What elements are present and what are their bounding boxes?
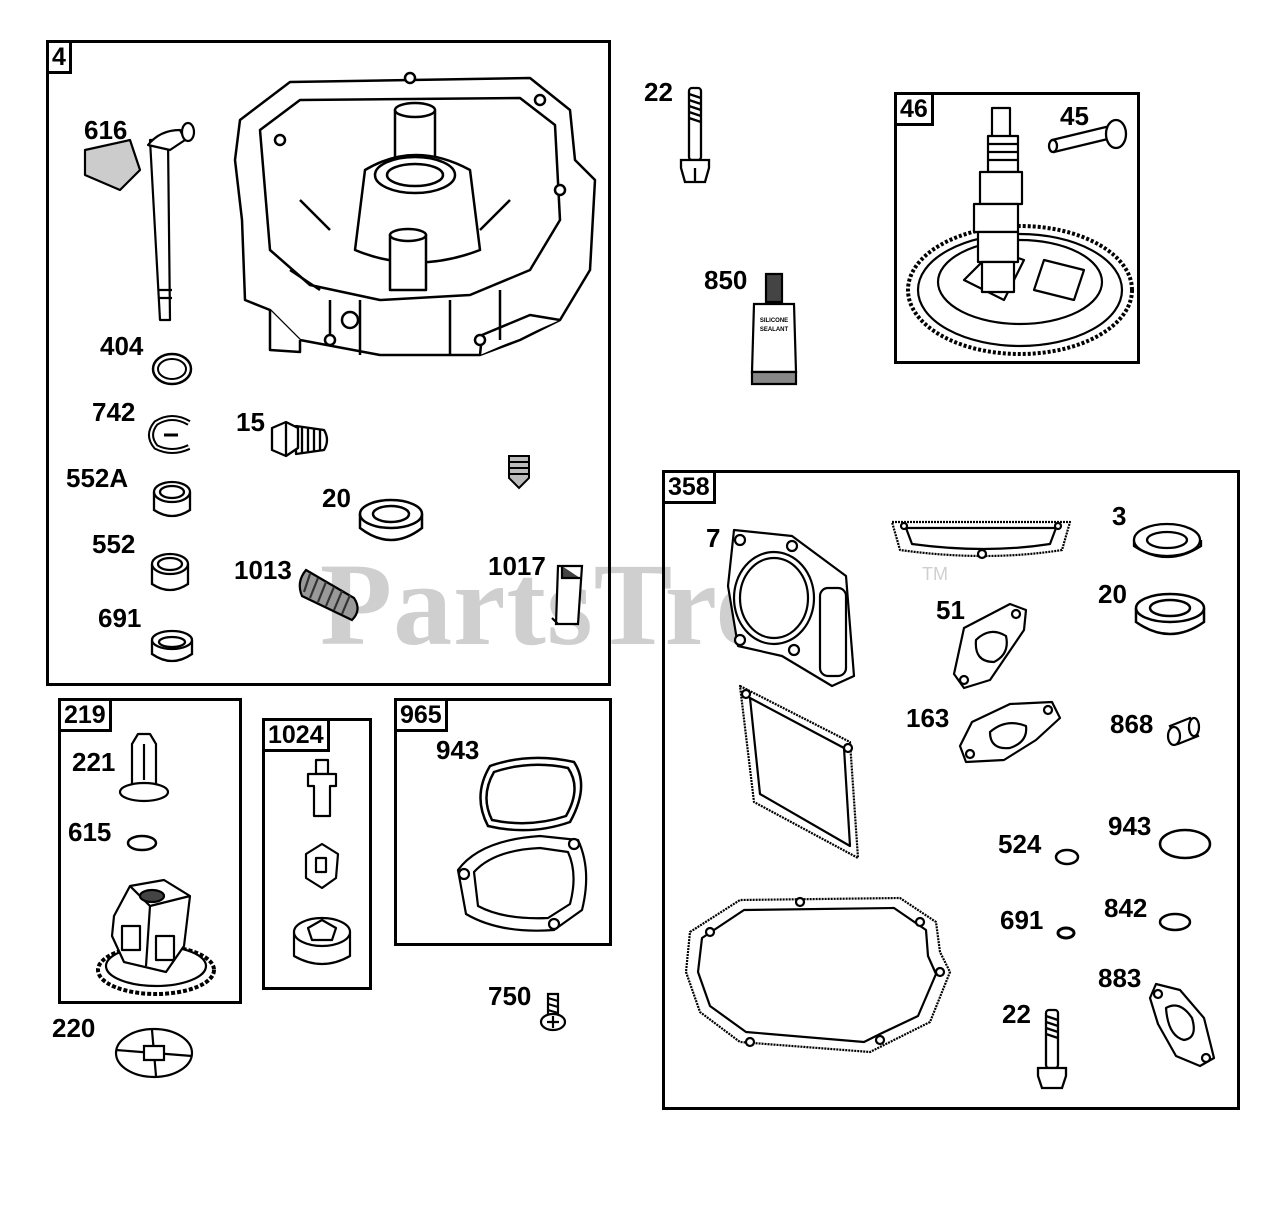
sealant-tube-850-drawing[interactable] <box>748 268 800 390</box>
part-label-742: 742 <box>92 397 136 427</box>
washer-404-drawing[interactable] <box>150 350 195 388</box>
part-label-615: 615 <box>68 817 112 847</box>
cover-gasket-top-drawing[interactable] <box>886 512 1076 564</box>
bolt-22-drawing[interactable] <box>675 84 715 189</box>
part-label-22-b: 22 <box>1002 999 1031 1029</box>
group-box-1024[interactable]: 1024 <box>262 718 372 990</box>
group-label-358: 358 <box>665 473 716 504</box>
gasket-51-drawing[interactable] <box>950 600 1032 692</box>
ring-615-drawing[interactable] <box>124 832 160 854</box>
part-label-7: 7 <box>706 523 721 553</box>
valve-cover-gasket-drawing[interactable] <box>732 682 862 860</box>
camshaft-gear-drawing[interactable] <box>904 100 1136 358</box>
part-868-drawing[interactable] <box>1164 714 1204 750</box>
part-label-524: 524 <box>998 829 1042 859</box>
ring-842-drawing[interactable] <box>1156 910 1194 934</box>
ring-691-b-drawing[interactable] <box>1054 924 1078 942</box>
part-label-20-b: 20 <box>1098 579 1127 609</box>
head-gasket-7-drawing[interactable] <box>722 526 862 690</box>
bushing-552A-drawing[interactable] <box>150 478 195 523</box>
plunger-221-drawing[interactable] <box>116 730 172 806</box>
ring-524-drawing[interactable] <box>1052 846 1082 868</box>
oil-pump-assembly-drawing[interactable] <box>94 876 220 1000</box>
group-box-46[interactable]: 46 <box>894 92 1140 364</box>
part-label-51: 51 <box>936 595 965 625</box>
gasket-163-drawing[interactable] <box>956 696 1064 768</box>
part-label-22-a: 22 <box>644 77 673 107</box>
oil-pump-rotor-set-drawing[interactable] <box>288 756 356 976</box>
group-label-219: 219 <box>61 701 112 732</box>
retainer-clip-742-drawing[interactable] <box>144 415 199 455</box>
part-label-552A: 552A <box>66 463 129 493</box>
sealant-tube-text-1: SILICONE <box>759 318 789 324</box>
part-label-15: 15 <box>236 407 265 437</box>
part-label-552: 552 <box>92 529 136 559</box>
pump-cover-gasket-drawing[interactable] <box>450 830 596 938</box>
washer-3-drawing[interactable] <box>1130 518 1205 568</box>
part-label-943-b: 943 <box>1108 811 1152 841</box>
o-ring-943-a-drawing[interactable] <box>470 752 592 838</box>
filter-screen-1013-drawing[interactable] <box>296 566 364 626</box>
group-box-4[interactable]: 4 <box>46 40 611 686</box>
watermark-tm: TM <box>922 564 948 584</box>
sealant-tube-text-2: SEALANT <box>759 327 789 333</box>
part-label-691-a: 691 <box>98 603 142 633</box>
part-label-943-a: 943 <box>436 735 480 765</box>
small-fitting-drawing[interactable] <box>503 452 535 492</box>
part-label-616: 616 <box>84 115 128 145</box>
screw-750-drawing[interactable] <box>538 990 568 1034</box>
crankcase-gasket-drawing[interactable] <box>680 892 954 1062</box>
part-label-404: 404 <box>100 331 144 361</box>
seal-691-drawing[interactable] <box>148 628 196 668</box>
part-label-842: 842 <box>1104 893 1148 923</box>
bolt-22-b-drawing[interactable] <box>1034 1006 1070 1092</box>
group-label-1024: 1024 <box>265 721 330 752</box>
part-label-221: 221 <box>72 747 116 777</box>
part-label-1013: 1013 <box>234 555 292 585</box>
bushing-552-drawing[interactable] <box>148 550 193 598</box>
governor-shaft-drawing[interactable] <box>80 120 200 330</box>
group-box-358[interactable]: 358 <box>662 470 1240 1110</box>
part-label-163: 163 <box>906 703 950 733</box>
group-label-46: 46 <box>897 95 934 126</box>
part-label-3: 3 <box>1112 501 1127 531</box>
oil-seal-20-drawing[interactable] <box>356 496 426 548</box>
pin-45-drawing[interactable] <box>1046 118 1134 158</box>
part-label-750: 750 <box>488 981 532 1011</box>
part-label-850: 850 <box>704 265 748 295</box>
o-ring-943-b-drawing[interactable] <box>1156 826 1214 862</box>
part-label-1017: 1017 <box>488 551 546 581</box>
gasket-883-drawing[interactable] <box>1146 978 1220 1070</box>
group-box-219[interactable]: 219 <box>58 698 242 1004</box>
part-label-691-b: 691 <box>1000 905 1044 935</box>
part-label-45: 45 <box>1060 101 1089 131</box>
part-1017-drawing[interactable] <box>548 560 588 630</box>
plug-15-drawing[interactable] <box>266 418 332 460</box>
screen-220-drawing[interactable] <box>112 1024 196 1082</box>
oil-seal-20-b-drawing[interactable] <box>1132 590 1208 642</box>
group-label-965: 965 <box>397 701 448 732</box>
part-label-883: 883 <box>1098 963 1142 993</box>
group-box-965[interactable]: 965 <box>394 698 612 946</box>
part-label-20-a: 20 <box>322 483 351 513</box>
group-label-4: 4 <box>49 43 72 74</box>
part-label-220: 220 <box>52 1013 96 1043</box>
crankcase-sump-drawing[interactable] <box>230 70 600 360</box>
part-label-868: 868 <box>1110 709 1154 739</box>
